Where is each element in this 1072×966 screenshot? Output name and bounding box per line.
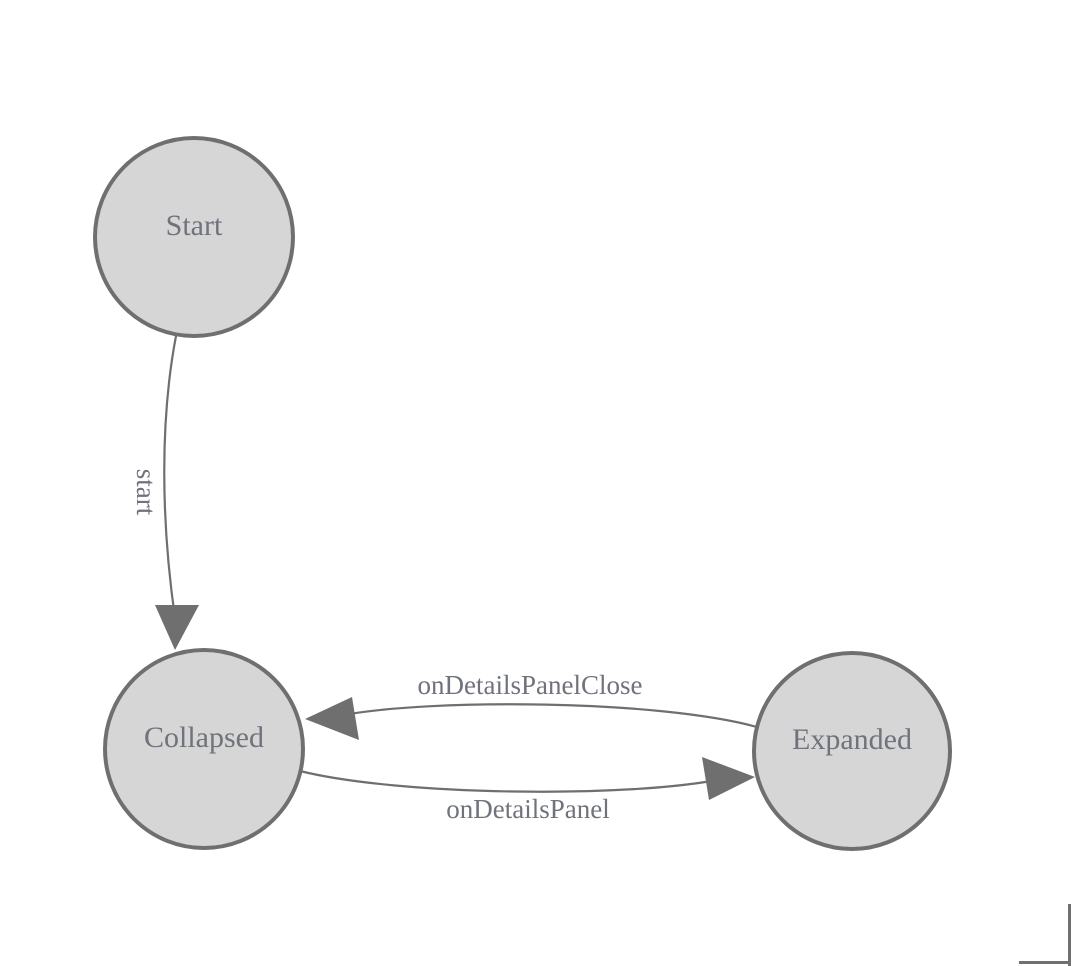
node-start[interactable]: Start — [93, 136, 295, 338]
node-expanded-circle[interactable] — [752, 651, 952, 851]
scroll-corner-vertical-rule — [1068, 904, 1071, 966]
scroll-corner-horizontal-rule — [1019, 961, 1071, 964]
edge-label-on-details-panel-close: onDetailsPanelClose — [418, 670, 643, 700]
node-expanded[interactable]: Expanded — [752, 651, 952, 851]
edge-expanded-to-collapsed[interactable]: onDetailsPanelClose — [305, 670, 759, 740]
arrowhead-into-collapsed-left — [305, 697, 359, 740]
edge-path-expanded-to-collapsed — [336, 703, 759, 729]
arrowhead-into-expanded-right — [702, 757, 755, 800]
node-collapsed-circle[interactable] — [103, 648, 305, 850]
node-start-label: Start — [166, 209, 223, 242]
edge-collapsed-to-expanded[interactable]: onDetailsPanel — [298, 757, 755, 824]
node-collapsed[interactable]: Collapsed — [103, 648, 305, 850]
edge-start-to-collapsed[interactable]: start — [131, 334, 199, 650]
edge-label-start: start — [131, 469, 161, 516]
edge-path-start-to-collapsed — [163, 334, 178, 620]
arrowhead-into-collapsed-top — [155, 605, 199, 650]
node-collapsed-label: Collapsed — [144, 721, 264, 754]
edge-path-collapsed-to-expanded — [298, 769, 724, 793]
node-expanded-label: Expanded — [792, 723, 912, 756]
node-start-circle[interactable] — [93, 136, 295, 338]
edge-label-on-details-panel: onDetailsPanel — [446, 794, 609, 824]
